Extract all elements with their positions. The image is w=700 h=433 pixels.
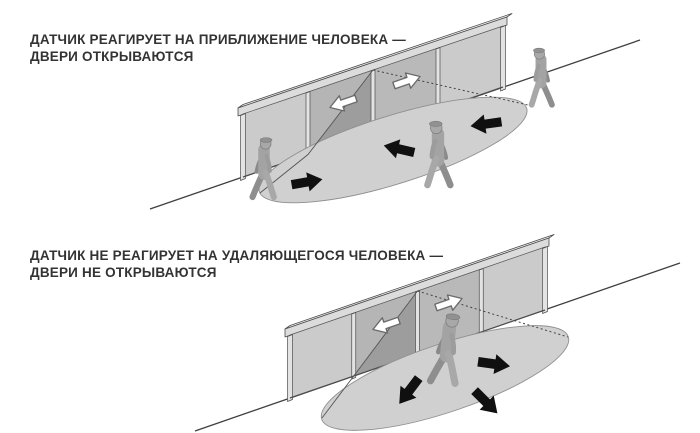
door-mullions xyxy=(287,246,548,402)
approach-title-line2: ДВЕРИ ОТКРЫВАЮТСЯ xyxy=(30,49,194,64)
depart-panel-title: ДАТЧИК НЕ РЕАГИРУЕТ НА УДАЛЯЮЩЕГОСЯ ЧЕЛО… xyxy=(30,247,443,281)
depart-title-line2: ДВЕРИ НЕ ОТКРЫВАЮТСЯ xyxy=(30,265,217,280)
mullion xyxy=(415,290,420,358)
detection-zone xyxy=(320,325,570,431)
sensor-beam-right-dotted-line xyxy=(372,69,529,106)
door-post-right xyxy=(542,246,548,314)
door-post-left xyxy=(240,113,246,181)
mullion xyxy=(478,268,484,336)
person-approaching-right xyxy=(532,48,552,105)
depart-title-line1: ДАТЧИК НЕ РЕАГИРУЕТ НА УДАЛЯЮЩЕГОСЯ ЧЕЛО… xyxy=(30,248,444,263)
sensor-beam-right-dotted-line xyxy=(417,290,569,338)
mullion xyxy=(351,312,357,380)
sliding-door xyxy=(284,234,555,402)
door-post-right xyxy=(500,25,506,92)
scene-depart xyxy=(194,234,681,432)
scene-approach xyxy=(149,13,641,210)
door-post-left xyxy=(287,334,293,402)
approach-title-line1: ДАТЧИК РЕАГИРУЕТ НА ПРИБЛИЖЕНИЕ ЧЕЛОВЕКА… xyxy=(30,32,406,47)
approach-panel-title: ДАТЧИК РЕАГИРУЕТ НА ПРИБЛИЖЕНИЕ ЧЕЛОВЕКА… xyxy=(30,31,406,65)
